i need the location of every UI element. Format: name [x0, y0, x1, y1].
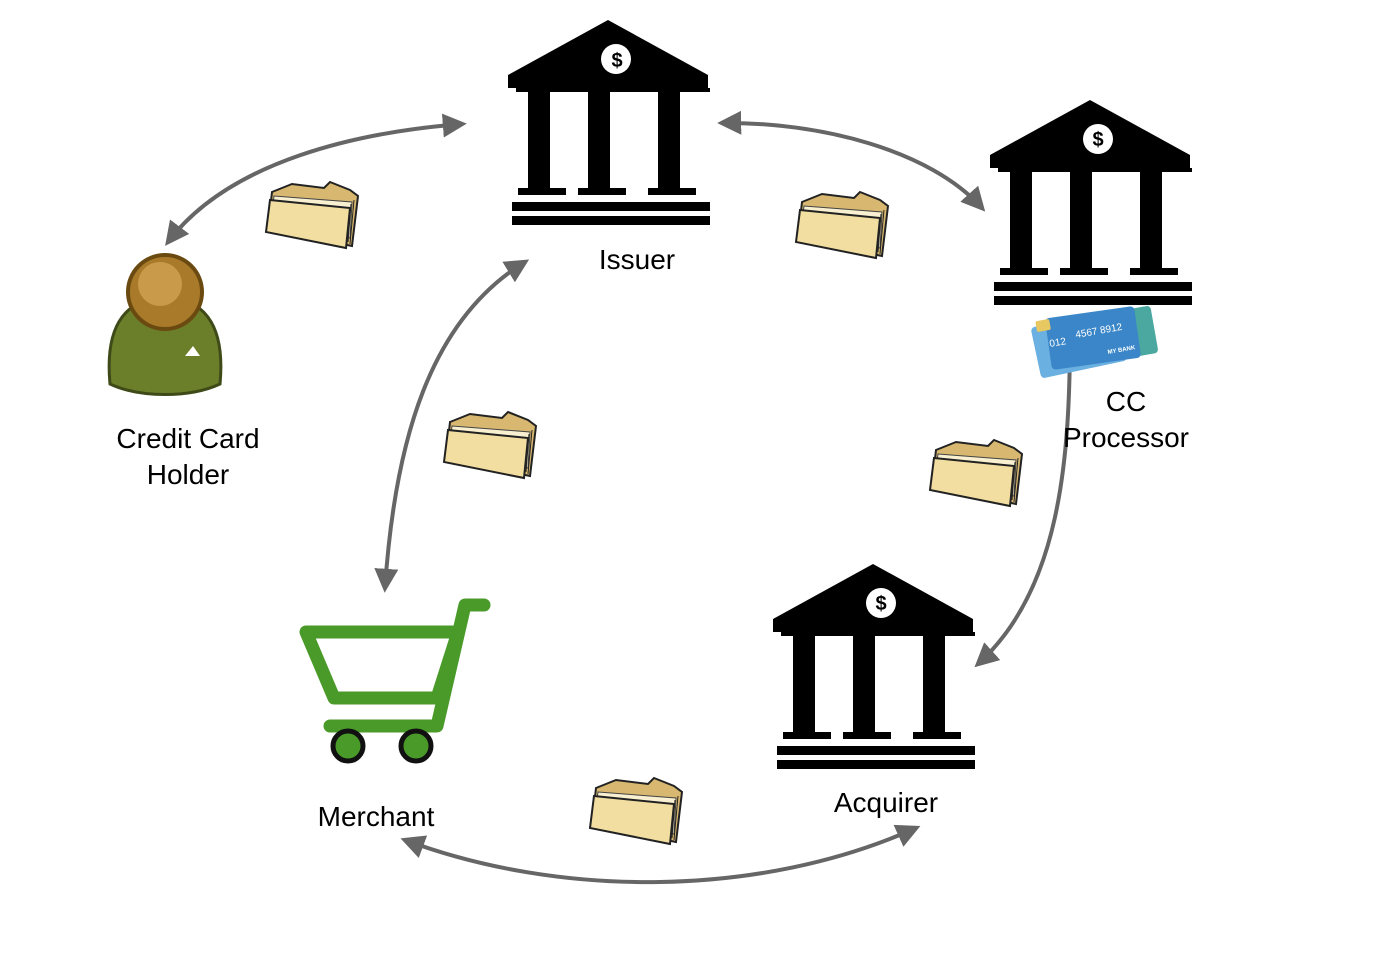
cc-processor-label-line2: Processor	[1063, 422, 1189, 453]
card-number-partial: 012	[1049, 336, 1068, 350]
credit-cards-icon: 4567 8912 012 MY BANK MY BANK	[1031, 306, 1158, 378]
cc-processor-node: $ 4567 8912 012 MY BANK MY BANK CC Proce…	[990, 100, 1192, 453]
edge-merchant-acquirer-arrow	[400, 824, 921, 885]
acquirer-node: $ Acquirer	[773, 564, 975, 818]
folder-icon	[265, 181, 359, 249]
shopping-cart-icon	[299, 598, 491, 764]
cc-processor-label-line1: CC	[1106, 386, 1146, 417]
folder-icon	[443, 411, 537, 479]
card-holder-node: Credit Card Holder	[107, 253, 260, 490]
edge-issuer-merchant-arrow	[374, 259, 530, 593]
dollar-symbol: $	[875, 593, 886, 615]
card-holder-label-line1: Credit Card	[116, 423, 259, 454]
edge-issuer-processor-arrow	[717, 110, 986, 212]
folder-icon	[795, 191, 889, 259]
edge-processor-acquirer-arrow	[974, 327, 1082, 668]
merchant-node: Merchant	[299, 598, 491, 832]
person-icon	[107, 253, 223, 396]
card-holder-label-line2: Holder	[147, 459, 229, 490]
acquirer-label: Acquirer	[834, 787, 938, 818]
bank-icon	[990, 100, 1192, 305]
card-bank-name: MY BANK	[1121, 359, 1150, 370]
folder-icon	[929, 439, 1023, 507]
dollar-symbol: $	[611, 50, 622, 72]
bank-icon	[773, 564, 975, 769]
issuer-label: Issuer	[599, 244, 675, 275]
folder-icon	[589, 777, 683, 845]
issuer-node: $ Issuer	[508, 20, 710, 275]
bank-icon	[508, 20, 710, 225]
card-bank-name: MY BANK	[1107, 345, 1136, 356]
dollar-symbol: $	[1092, 129, 1103, 151]
edge-holder-issuer-arrow	[165, 113, 467, 246]
merchant-label: Merchant	[318, 801, 435, 832]
